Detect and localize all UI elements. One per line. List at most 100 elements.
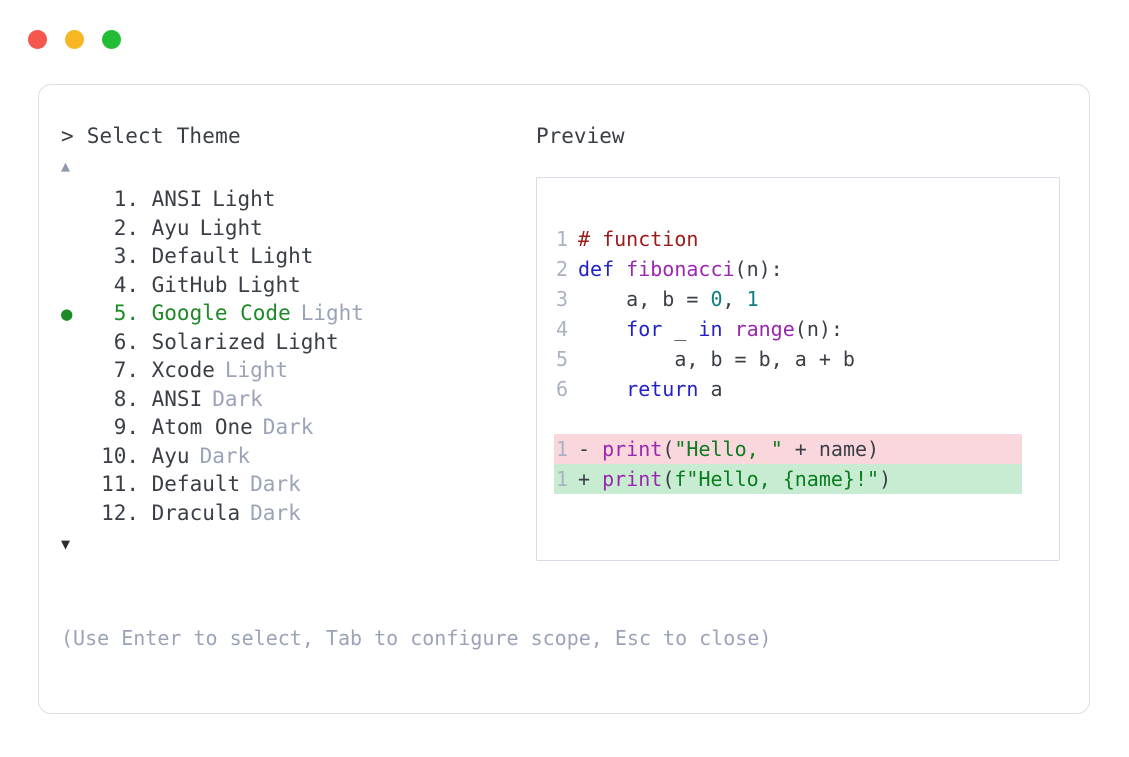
line-number: 1: [555, 467, 568, 491]
theme-item-number: 1.: [113, 187, 139, 211]
theme-list-item[interactable]: 2. Ayu Light: [61, 214, 531, 243]
theme-item-number: 4.: [113, 272, 139, 297]
theme-list-item[interactable]: 4. GitHub Light: [61, 271, 531, 300]
theme-item-variant: Light: [224, 358, 289, 382]
theme-list-item[interactable]: 7. Xcode Light: [61, 356, 531, 385]
code-line: 5 a, b = b, a + b: [554, 344, 1022, 374]
theme-item-number: 7.: [113, 358, 139, 382]
theme-item-number: 9.: [113, 415, 139, 439]
theme-item-name: Xcode: [139, 358, 215, 382]
code-token: (n):: [734, 257, 783, 281]
code-token: (: [662, 467, 675, 491]
code-line: 6 return a: [554, 374, 1022, 404]
theme-item-name: Ayu: [139, 443, 190, 468]
theme-item-number: 11.: [101, 472, 139, 496]
theme-item-name: Atom One: [139, 415, 253, 439]
scroll-down-arrow-icon[interactable]: ▼: [61, 535, 71, 553]
theme-list-item[interactable]: 12. Dracula Dark: [61, 499, 531, 528]
code-line: 1 # function: [554, 224, 1022, 254]
theme-item-variant: Dark: [199, 443, 251, 468]
code-token: (n):: [794, 317, 843, 341]
diff-sign: +: [578, 467, 603, 491]
theme-item-variant: Light: [199, 215, 263, 240]
theme-list-item[interactable]: 10. Ayu Dark: [61, 442, 531, 471]
theme-item-variant: Light: [212, 187, 276, 211]
theme-item-number: 8.: [113, 386, 139, 411]
code-token: a: [698, 377, 723, 401]
theme-item-name: ANSI: [139, 187, 203, 211]
minimize-button[interactable]: [65, 30, 84, 49]
code-line: 4 for _ in range(n):: [554, 314, 1022, 344]
theme-item-variant: Dark: [250, 472, 301, 496]
line-number: 3: [555, 287, 568, 311]
code-token: 0: [710, 287, 723, 311]
theme-item-name: Solarized: [139, 329, 266, 354]
code-token: a, b =: [578, 287, 711, 311]
diff-removed-line: 1- print("Hello, " + name): [554, 434, 1022, 464]
prompt-caret-icon: >: [61, 124, 74, 148]
theme-item-variant: Light: [250, 244, 314, 268]
code-token: fibonacci: [626, 257, 735, 281]
theme-item-name: Default: [139, 244, 241, 268]
theme-item-name: Dracula: [139, 500, 241, 525]
theme-item-number: 2.: [113, 215, 139, 240]
code-token: [723, 317, 735, 341]
theme-item-name: Ayu: [139, 215, 190, 240]
code-token: f"Hello, {name}!": [674, 467, 880, 491]
maximize-button[interactable]: [102, 30, 121, 49]
close-button[interactable]: [28, 30, 47, 49]
code-token: (: [662, 437, 675, 461]
code-token: 1: [746, 287, 759, 311]
code-token: return: [626, 377, 699, 401]
theme-item-name: Google Code: [139, 301, 291, 325]
theme-item-variant: Light: [237, 272, 301, 297]
code-token: # function: [578, 227, 699, 251]
theme-item-variant: Dark: [212, 386, 263, 411]
line-number: 4: [555, 317, 568, 341]
diff-added-line: 1+ print(f"Hello, {name}!"): [554, 464, 1022, 494]
code-token: _: [662, 317, 699, 341]
theme-item-number: 12.: [101, 500, 139, 525]
line-number: 1: [555, 437, 568, 461]
code-token: def: [578, 257, 627, 281]
theme-item-number: 10.: [101, 443, 139, 468]
scroll-up-arrow-icon[interactable]: ▲: [61, 157, 71, 175]
theme-item-variant: Light: [300, 301, 364, 325]
theme-item-variant: Dark: [250, 500, 301, 525]
code-line: 2 def fibonacci(n):: [554, 254, 1022, 284]
theme-list-item[interactable]: 3. Default Light: [61, 242, 531, 271]
diff-block: 1- print("Hello, " + name)1+ print(f"Hel…: [554, 434, 1022, 494]
code-token: in: [698, 317, 723, 341]
theme-item-variant: Dark: [262, 415, 314, 439]
theme-list-item[interactable]: 9. Atom One Dark: [61, 413, 531, 442]
code-line: 3 a, b = 0, 1: [554, 284, 1022, 314]
code-token: ): [879, 467, 892, 491]
code-token: [578, 377, 626, 401]
code-token: "Hello, ": [674, 437, 783, 461]
code-token: print: [602, 437, 663, 461]
line-number: 5: [555, 347, 568, 371]
line-number: 2: [555, 257, 568, 281]
page-title-text: Select Theme: [86, 124, 241, 148]
theme-item-name: GitHub: [139, 272, 228, 297]
line-number: 1: [555, 227, 568, 251]
window-controls: [28, 30, 121, 49]
keyboard-hint: (Use Enter to select, Tab to configure s…: [61, 626, 772, 650]
theme-item-number: 3.: [113, 244, 139, 268]
code-token: + name): [782, 437, 880, 461]
theme-list-item[interactable]: 1. ANSI Light: [61, 185, 531, 214]
code-token: [578, 317, 626, 341]
preview-label: Preview: [536, 124, 625, 148]
code-token: range: [734, 317, 795, 341]
code-token: a, b = b, a + b: [578, 347, 855, 371]
theme-item-number: 6.: [113, 329, 139, 354]
